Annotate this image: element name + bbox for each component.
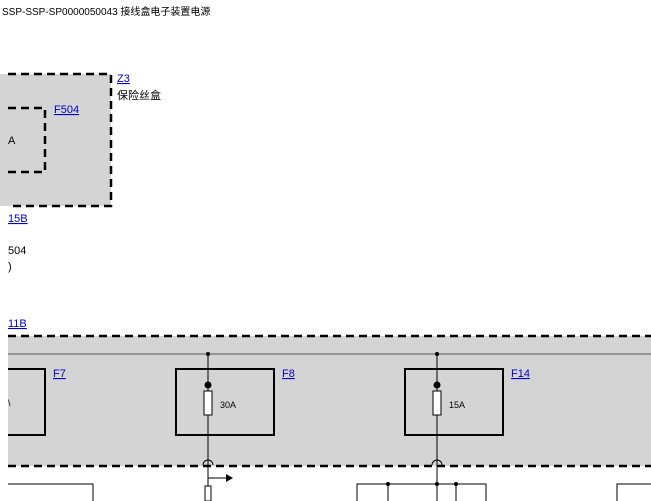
fuse-f8-link[interactable]: F8 bbox=[282, 368, 295, 380]
fuse-f14-rating: 15A bbox=[449, 400, 465, 410]
fuse-f7-link[interactable]: F7 bbox=[53, 368, 66, 380]
fuse-f8 bbox=[175, 352, 275, 501]
wire-504-paren: ) bbox=[8, 261, 12, 273]
fuse-box-main bbox=[8, 334, 651, 468]
wire-504-label: 504 bbox=[8, 245, 26, 257]
fuse-f14-link[interactable]: F14 bbox=[511, 368, 530, 380]
fuse-box-z3-link[interactable]: Z3 bbox=[117, 73, 130, 85]
fuse-f7: \ bbox=[8, 368, 46, 436]
connector-11b-link[interactable]: 11B bbox=[8, 318, 27, 330]
lower-connectors bbox=[8, 482, 651, 501]
fuse-f504-outline bbox=[8, 106, 47, 174]
fuse-f504-link[interactable]: F504 bbox=[54, 104, 79, 116]
page-title: SSP-SSP-SP0000050043 接线盒电子装置电源 bbox=[2, 7, 211, 18]
connector-15b-link[interactable]: 15B bbox=[8, 213, 28, 225]
fuse-f8-rating: 30A bbox=[220, 400, 236, 410]
fuse-f14 bbox=[404, 352, 504, 501]
fuse-box-z3 bbox=[0, 72, 113, 208]
fuse-f7-rating-fragment: \ bbox=[8, 398, 11, 408]
fuse-box-z3-label: 保险丝盒 bbox=[117, 88, 161, 102]
fuse-f504-rating: A bbox=[8, 135, 16, 147]
